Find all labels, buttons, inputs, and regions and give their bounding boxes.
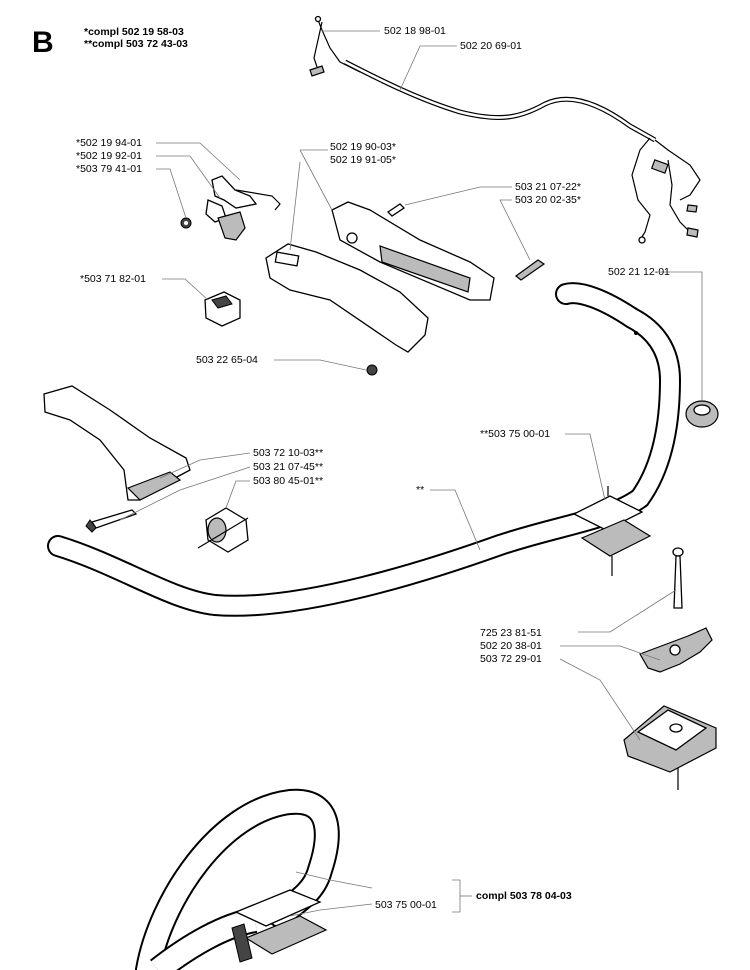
part-label-handle-half-1: 502 19 90-03* [330,141,396,153]
rubber-part [685,400,719,428]
part-label-left-grip-3: 503 80 45-01** [253,475,324,487]
switch-part [204,291,241,327]
part-label-nut: 503 22 65-04 [196,354,258,366]
part-label-throttle-2: *502 19 92-01 [76,150,142,162]
part-label-bracket-clamp: **503 75 00-01 [480,428,551,440]
part-label-throttle-1: *502 19 94-01 [76,137,142,149]
handle-halves [265,201,495,353]
bar-clamp [572,486,652,576]
screws [386,203,546,281]
handlebar [47,282,682,617]
part-label-wire-tip: 502 18 98-01 [384,25,446,37]
part-label-left-grip-1: 503 72 10-03** [253,447,324,459]
loop-handle [135,788,340,970]
part-label-left-grip-2: 503 21 07-45** [253,461,324,473]
part-label-rubber-part: 502 21 12-01 [608,266,670,278]
compl-kit-label-1: *compl 502 19 58-03 [84,26,184,38]
throttle-parts [180,175,281,241]
nut-part [366,364,378,376]
part-label-handlebar: ** [416,484,425,496]
left-grip [43,385,191,533]
leader-lines [119,30,703,917]
part-label-throttle-3: *503 79 41-01 [76,163,142,175]
wing-knob-part [639,627,713,673]
bolt-part [672,547,684,609]
wire-harness [309,15,701,244]
clamp-plate-part [623,705,717,790]
part-label-bolt: 725 23 81-51 [480,627,542,639]
part-label-switch: *503 71 82-01 [80,273,146,285]
grip-clamp [197,507,249,553]
section-letter: B [32,26,54,59]
part-label-wire-harness: 502 20 69-01 [460,40,522,52]
part-label-screw-1: 503 21 07-22* [515,181,581,193]
part-label-loop-handle-clamp: 503 75 00-01 [375,899,437,911]
part-label-wing-knob: 502 20 38-01 [480,640,542,652]
compl-kit-label-2: **compl 503 72 43-03 [84,38,188,50]
part-label-handle-half-2: 502 19 91-05* [330,154,396,166]
part-label-screw-2: 503 20 02-35* [515,194,581,206]
part-label-clamp-plate: 503 72 29-01 [480,653,542,665]
part-label-loop-handle-kit: compl 503 78 04-03 [476,890,572,902]
